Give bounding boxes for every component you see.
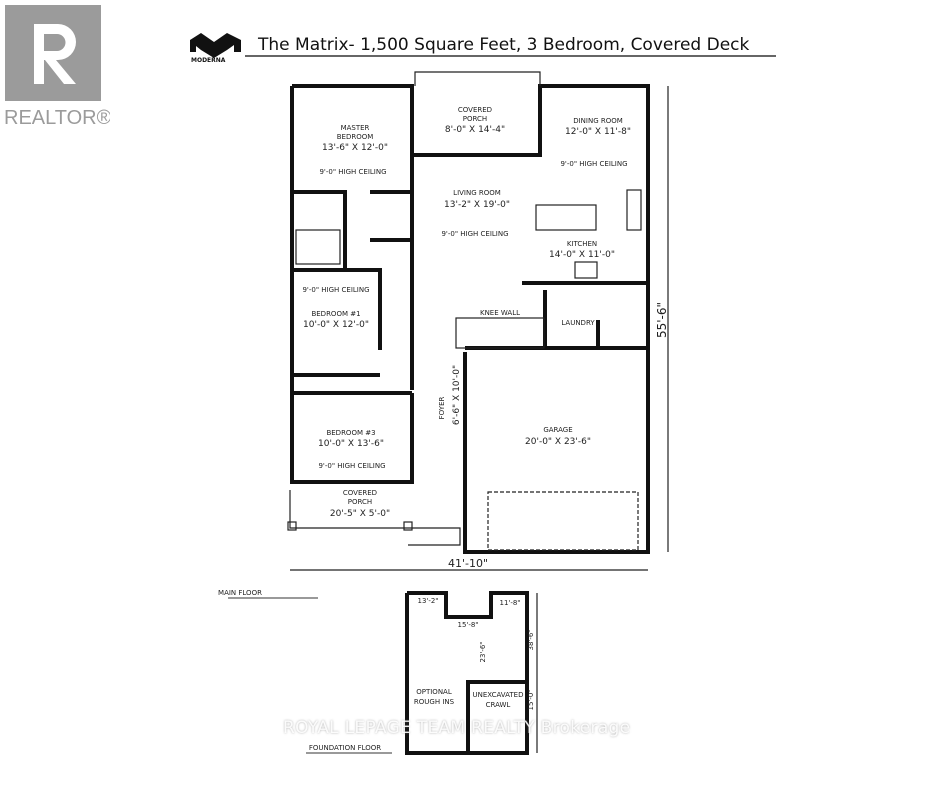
unexcavated-label-2: CRAWL bbox=[486, 701, 511, 709]
garage-name: GARAGE bbox=[543, 426, 572, 434]
unexcavated-label-1: UNEXCAVATED bbox=[473, 691, 524, 699]
brokerage-watermark: ROYAL LEPAGE TEAM REALTY Brokerage bbox=[283, 718, 631, 738]
master-name-2: BEDROOM bbox=[337, 133, 374, 141]
porch-back-name-2: PORCH bbox=[463, 115, 487, 123]
foundation-dim-3: 15'-8" bbox=[457, 621, 478, 629]
main-floor-walls bbox=[287, 71, 669, 571]
living-ceiling: 9'-0" HIGH CEILING bbox=[441, 230, 508, 238]
main-floor-label: MAIN FLOOR bbox=[218, 589, 262, 597]
dining-size: 12'-0" X 11'-8" bbox=[565, 127, 631, 137]
width-dimension: 41'-10" bbox=[448, 557, 488, 570]
bed3-ceiling: 9'-0" HIGH CEILING bbox=[318, 462, 385, 470]
living-size: 13'-2" X 19'-0" bbox=[444, 200, 510, 210]
kitchen-size: 14'-0" X 11'-0" bbox=[549, 250, 615, 260]
foundation-floor: 13'-2" 11'-8" 15'-8" 23'-6" 38'-6" 15'-0… bbox=[309, 591, 538, 755]
svg-text:REALTOR®: REALTOR® bbox=[4, 107, 110, 128]
foundation-dim-4: 23'-6" bbox=[479, 641, 487, 662]
bed1-size: 10'-0" X 12'-0" bbox=[303, 320, 369, 330]
foundation-dim-5: 38'-6" bbox=[527, 629, 535, 650]
plan-title: The Matrix- 1,500 Square Feet, 3 Bedroom… bbox=[257, 35, 750, 55]
porch-back-size: 8'-0" X 14'-4" bbox=[445, 125, 505, 135]
realtor-logo: REALTOR® bbox=[4, 5, 110, 128]
foundation-dim-2: 11'-8" bbox=[499, 599, 520, 607]
knee-wall-label: KNEE WALL bbox=[480, 309, 520, 317]
bed1-ceiling: 9'-0" HIGH CEILING bbox=[302, 286, 369, 294]
dining-name: DINING ROOM bbox=[573, 117, 623, 125]
bed3-size: 10'-0" X 13'-6" bbox=[318, 439, 384, 449]
room-labels: MASTER BEDROOM 13'-6" X 12'-0" 9'-0" HIG… bbox=[218, 106, 669, 597]
laundry-label: LAUNDRY bbox=[561, 319, 595, 327]
foyer-name: FOYER bbox=[438, 397, 446, 420]
porch-front-name-2: PORCH bbox=[348, 498, 372, 506]
kitchen-name: KITCHEN bbox=[567, 240, 597, 248]
garage-size: 20'-0" X 23'-6" bbox=[525, 437, 591, 447]
porch-front-name-1: COVERED bbox=[343, 489, 377, 497]
master-ceiling: 9'-0" HIGH CEILING bbox=[319, 168, 386, 176]
depth-dimension: 55'-6" bbox=[655, 302, 669, 338]
foyer-size: 6'-6" X 10'-0" bbox=[452, 365, 462, 425]
bed1-name: BEDROOM #1 bbox=[311, 310, 360, 318]
dining-ceiling: 9'-0" HIGH CEILING bbox=[560, 160, 627, 168]
foundation-dim-6: 15'-0" bbox=[527, 689, 535, 710]
porch-back-name-1: COVERED bbox=[458, 106, 492, 114]
optional-label-2: ROUGH INS bbox=[414, 698, 455, 706]
foundation-dim-1: 13'-2" bbox=[417, 597, 438, 605]
living-name: LIVING ROOM bbox=[453, 189, 501, 197]
foundation-floor-label: FOUNDATION FLOOR bbox=[309, 744, 381, 752]
porch-front-size: 20'-5" X 5'-0" bbox=[330, 509, 390, 519]
master-size: 13'-6" X 12'-0" bbox=[322, 143, 388, 153]
bed3-name: BEDROOM #3 bbox=[326, 429, 375, 437]
optional-label-1: OPTIONAL bbox=[416, 688, 452, 696]
master-name-1: MASTER bbox=[341, 124, 370, 132]
moderna-logo: MODERNA bbox=[190, 33, 241, 64]
svg-text:MODERNA: MODERNA bbox=[191, 57, 226, 64]
